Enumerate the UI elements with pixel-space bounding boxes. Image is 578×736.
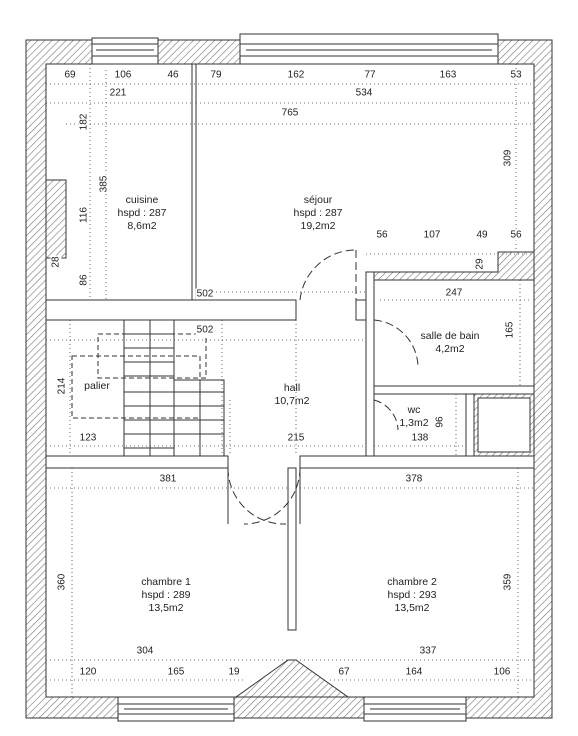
dim-label: 19 [227, 666, 241, 678]
dim-label: 56 [375, 229, 389, 241]
dim-label-vertical: 182 [78, 112, 90, 132]
dim-label-vertical: 96 [434, 415, 446, 429]
dim-label-vertical: 28 [50, 255, 62, 269]
dim-label: 381 [158, 473, 178, 485]
dim-label: 163 [438, 69, 458, 81]
stair-hidden-lines [71, 333, 207, 419]
dim-label: 49 [475, 229, 489, 241]
sejour-step-wall [365, 64, 535, 281]
cuisine-wall-notch [45, 179, 67, 259]
dim-label-vertical: 214 [56, 376, 68, 396]
dim-label-vertical: 309 [502, 148, 514, 168]
room-chambre1-name: chambre 1 [141, 576, 191, 588]
room-sejour-name: séjour [303, 194, 333, 206]
room-chambre2-name: chambre 2 [387, 576, 437, 588]
window-bottom-chambre2 [363, 696, 467, 722]
door-leaves [227, 320, 375, 524]
dim-label: 79 [209, 69, 223, 81]
room-salle-de-bain: salle de bain 4,2m2 [421, 330, 480, 356]
dim-label: 304 [135, 645, 155, 657]
dim-label: 53 [509, 69, 523, 81]
dim-label: 77 [363, 69, 377, 81]
interior-walls [45, 63, 535, 631]
dim-label: 215 [286, 432, 306, 444]
chambre-corner-wall [234, 659, 350, 698]
room-cuisine-area: 8,6m2 [127, 220, 157, 232]
room-hall-name: hall [283, 382, 301, 394]
dim-label: 502 [195, 288, 215, 300]
room-sdb-name: salle de bain [420, 330, 480, 342]
dim-label: 337 [418, 645, 438, 657]
dim-label-vertical: 116 [78, 206, 90, 224]
room-wc-area: 1,3m2 [399, 417, 429, 429]
room-chambre1-area: 13,5m2 [148, 602, 184, 614]
room-chambre2-hspd: hspd : 293 [387, 589, 437, 601]
room-cuisine: cuisine hspd : 287 8,6m2 [117, 194, 166, 233]
room-sdb-area: 4,2m2 [435, 343, 465, 355]
room-hall: hall 10,7m2 [274, 382, 309, 408]
room-hall-area: 10,7m2 [274, 395, 310, 407]
room-sejour-area: 19,2m2 [300, 220, 336, 232]
dim-label: 120 [78, 666, 98, 678]
window-top-cuisine [91, 37, 159, 65]
dim-label-vertical: 360 [56, 572, 68, 592]
room-cuisine-name: cuisine [125, 194, 159, 206]
dim-label: 502 [195, 324, 215, 336]
dim-label-vertical: 385 [98, 174, 110, 194]
room-wc-name: wc [407, 404, 421, 416]
dim-label: 138 [410, 432, 430, 444]
dim-label-vertical: 86 [78, 273, 90, 287]
dimension-lines [46, 64, 534, 697]
room-chambre2-area: 13,5m2 [394, 602, 430, 614]
dim-label: 106 [492, 666, 512, 678]
room-palier: palier [84, 380, 110, 393]
dim-label: 162 [286, 69, 306, 81]
dim-label: 378 [404, 473, 424, 485]
dim-label: 765 [280, 107, 300, 119]
dim-label: 221 [108, 87, 128, 99]
room-palier-name: palier [84, 380, 110, 392]
window-top-sejour [239, 33, 499, 65]
dim-label: 67 [337, 666, 351, 678]
dim-label: 164 [404, 666, 424, 678]
dim-label: 165 [166, 666, 186, 678]
window-bottom-chambre1 [117, 696, 235, 722]
room-chambre-1: chambre 1 hspd : 289 13,5m2 [141, 576, 191, 615]
dim-label: 534 [354, 87, 374, 99]
room-wc: wc 1,3m2 [399, 404, 428, 430]
room-chambre1-hspd: hspd : 289 [141, 589, 191, 601]
dim-label: 107 [422, 229, 442, 241]
duct-inner [477, 397, 531, 453]
room-sejour: séjour hspd : 287 19,2m2 [293, 194, 342, 233]
dim-label: 69 [63, 69, 77, 81]
dim-label: 247 [444, 287, 464, 299]
room-cuisine-hspd: hspd : 287 [117, 207, 167, 219]
room-sejour-hspd: hspd : 287 [293, 207, 343, 219]
dim-label: 106 [113, 69, 133, 81]
room-chambre-2: chambre 2 hspd : 293 13,5m2 [387, 576, 437, 615]
dim-label-vertical: 359 [502, 572, 514, 592]
dim-label: 56 [509, 229, 523, 241]
dim-label: 123 [78, 432, 98, 444]
dim-label-vertical: 29 [474, 257, 486, 271]
dim-label: 46 [166, 69, 180, 81]
dim-label-vertical: 165 [504, 320, 516, 340]
